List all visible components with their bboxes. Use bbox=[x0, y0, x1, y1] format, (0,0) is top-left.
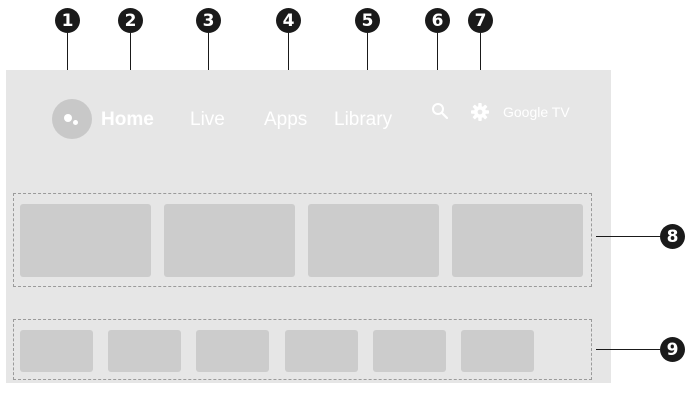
content-tile-large[interactable] bbox=[20, 204, 151, 277]
app-tile[interactable] bbox=[196, 330, 269, 372]
assistant-dot-small bbox=[73, 120, 78, 125]
leader-line-3 bbox=[208, 33, 209, 103]
content-row-large bbox=[13, 193, 592, 287]
gear-icon[interactable] bbox=[470, 102, 490, 122]
leader-line-1 bbox=[67, 33, 68, 95]
content-row-small bbox=[13, 319, 592, 380]
content-tile-large[interactable] bbox=[164, 204, 295, 277]
google-assistant-icon[interactable] bbox=[52, 99, 92, 139]
callout-1: 1 bbox=[55, 8, 80, 33]
tab-apps[interactable]: Apps bbox=[264, 109, 308, 130]
content-tile-large[interactable] bbox=[452, 204, 583, 277]
assistant-dot-large bbox=[64, 114, 72, 122]
app-tile[interactable] bbox=[373, 330, 446, 372]
leader-line-2 bbox=[130, 33, 131, 103]
callout-3: 3 bbox=[196, 8, 221, 33]
callout-9: 9 bbox=[660, 337, 685, 362]
content-tile-large[interactable] bbox=[308, 204, 439, 277]
callout-2: 2 bbox=[118, 8, 143, 33]
tab-live[interactable]: Live bbox=[190, 109, 225, 130]
callout-6: 6 bbox=[425, 8, 450, 33]
leader-line-4 bbox=[288, 33, 289, 103]
google-tv-label: Google TV bbox=[503, 104, 570, 120]
search-icon[interactable] bbox=[431, 102, 449, 120]
app-tile[interactable] bbox=[285, 330, 358, 372]
app-tile[interactable] bbox=[20, 330, 93, 372]
leader-line-7 bbox=[480, 33, 481, 96]
leader-line-5 bbox=[367, 33, 368, 103]
callout-5: 5 bbox=[355, 8, 380, 33]
app-tile[interactable] bbox=[108, 330, 181, 372]
leader-line-6 bbox=[437, 33, 438, 96]
callout-4: 4 bbox=[276, 8, 301, 33]
leader-line-8 bbox=[596, 236, 660, 237]
callout-8: 8 bbox=[660, 224, 685, 249]
tab-home[interactable]: Home bbox=[101, 109, 154, 130]
app-tile[interactable] bbox=[461, 330, 534, 372]
callout-7: 7 bbox=[468, 8, 493, 33]
leader-line-9 bbox=[596, 349, 660, 350]
tab-library[interactable]: Library bbox=[334, 109, 393, 130]
